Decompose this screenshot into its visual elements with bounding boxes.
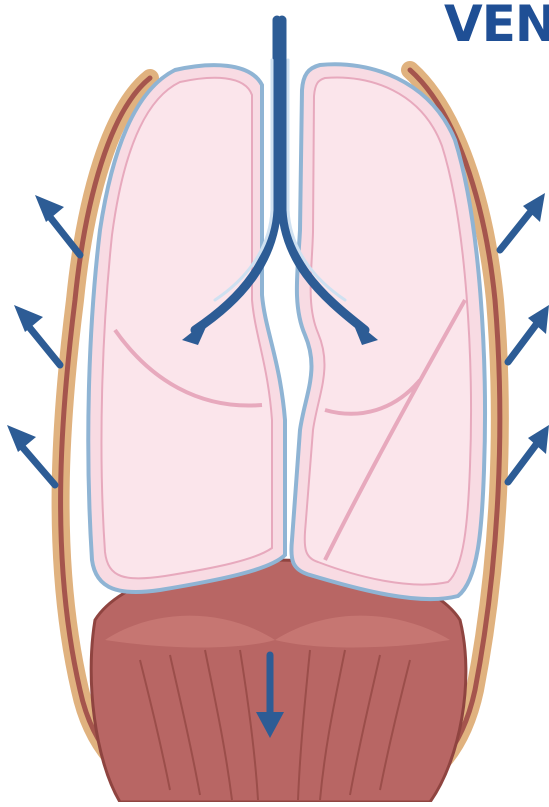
title-text: VEN [444, 0, 549, 54]
arrow-up-right-icon [508, 305, 549, 362]
arrow-up-right-icon [508, 425, 549, 482]
arrow-up-right-icon [500, 193, 545, 250]
arrow-up-left-icon [14, 305, 60, 365]
arrow-up-left-icon [7, 425, 55, 485]
arrow-up-left-icon [35, 195, 80, 255]
